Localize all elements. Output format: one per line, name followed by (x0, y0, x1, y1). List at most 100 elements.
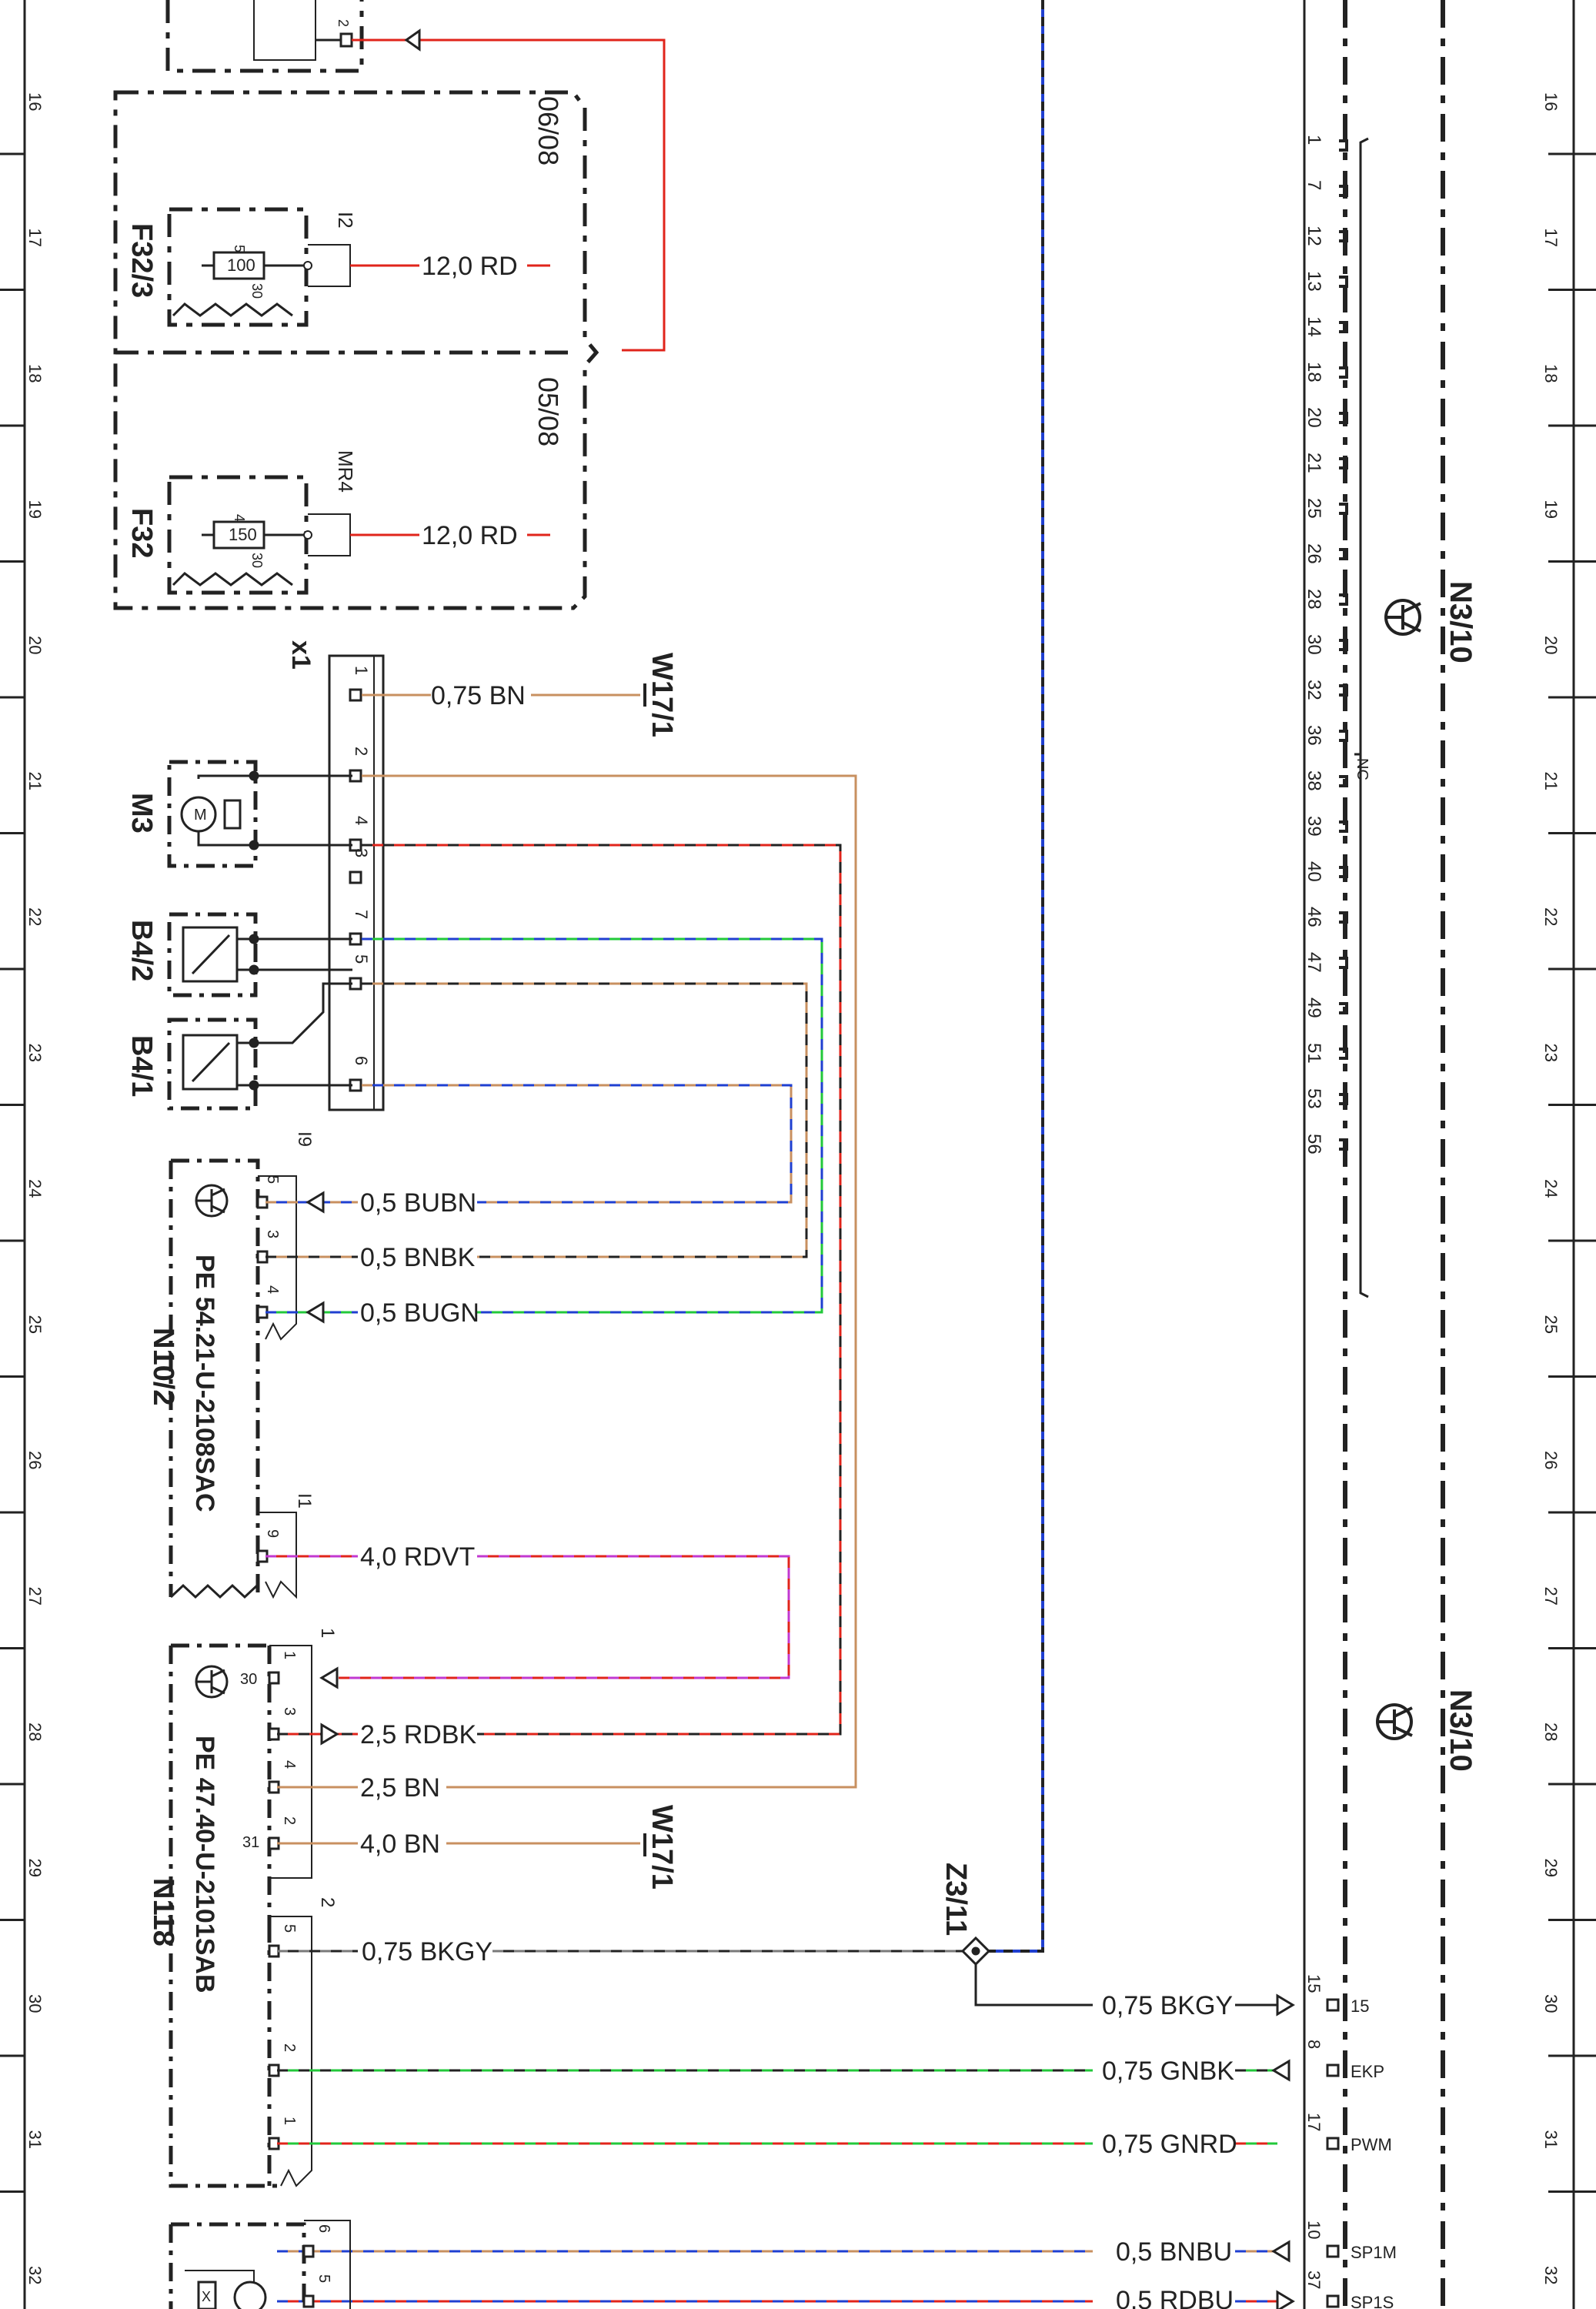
bus-pin-number: 7 (1304, 180, 1324, 190)
bottom-module (169, 2220, 351, 2309)
f32-3-pin-out: 30 (249, 283, 265, 299)
wire-label-n118-3: 2,5 RDBK (360, 1720, 476, 1749)
f32-fuse-value: 150 (229, 525, 257, 544)
bus-pin-number: 20 (1304, 407, 1324, 428)
ref-bottom: 05/08 (533, 377, 564, 446)
bottom-module-tag: X (202, 2289, 211, 2304)
wire-label-n3-37: 0,5 RDBU (1116, 2286, 1234, 2309)
f32-terminal (303, 530, 312, 540)
wire-label-n3-10: 0,5 BNBU (1116, 2237, 1232, 2267)
strip-number: 26 (25, 1451, 45, 1469)
strip-number: 30 (1541, 1994, 1561, 2013)
bus-pin-number: 18 (1304, 362, 1324, 383)
n118-part: PE 47.40-U-2101SAB (190, 1736, 219, 1993)
bus-pin-terminal (1339, 412, 1348, 424)
bus-pin-terminal (1339, 1002, 1348, 1014)
strip-number: 25 (25, 1315, 45, 1334)
bus-pin-number: 47 (1304, 952, 1324, 973)
strip-number: 16 (25, 92, 45, 111)
bus-pin-terminal (1339, 1048, 1348, 1060)
bus-pin-number: 40 (1304, 861, 1324, 882)
wire-label-n10-4: 0,5 BUGN (360, 1298, 479, 1328)
n10-2-tag-bottom: I1 (294, 1493, 315, 1509)
bus-pin-number: 26 (1304, 543, 1324, 564)
n118-label: N118 (147, 1878, 179, 1946)
n118-pin-number: 1 (281, 2117, 298, 2125)
bus-pin-terminal (1339, 276, 1348, 288)
strip-number: 27 (25, 1587, 45, 1606)
f32-3-fuse-value: 100 (227, 256, 255, 275)
w17-1-label-2: W17/1 (646, 1805, 678, 1890)
strip-number: 21 (1541, 772, 1561, 790)
bus-pin-number: 28 (1304, 589, 1324, 610)
f32-3-pin-in: 5 (232, 245, 247, 252)
x1-connector (328, 654, 385, 1111)
strip-number: 20 (1541, 636, 1561, 654)
n118-pin-number: 1 (281, 1651, 298, 1659)
bus-pin-terminal (1339, 185, 1348, 197)
bus-pin-number: 12 (1304, 226, 1324, 246)
bus-pin-number: 21 (1304, 453, 1324, 473)
n10-2-part: PE 54.21-U-2108SAC (190, 1255, 219, 1512)
n10-2-arrows (306, 1191, 325, 1324)
strip-number: 24 (25, 1179, 45, 1198)
strip-number: 19 (1541, 500, 1561, 519)
wire-label-n118-4: 2,5 BN (360, 1773, 440, 1803)
w17-1-label-1: W17/1 (646, 653, 678, 737)
n118-module (169, 1643, 312, 2188)
n118-wires (277, 1733, 1093, 2145)
strip-number: 23 (1541, 1044, 1561, 1062)
z3-11-splice (960, 1936, 991, 1966)
n118-pin-number: 2 (281, 2043, 298, 2052)
bottom-module-pin-terminal (302, 2294, 315, 2308)
bus-pin-number: 46 (1304, 907, 1324, 927)
strip-number: 32 (25, 2266, 45, 2284)
bus-pin-number: 14 (1304, 316, 1324, 337)
strip-number: 22 (1541, 907, 1561, 926)
wire-label-n118-5: 0,75 BKGY (362, 1937, 492, 1966)
wire-label-f32: 12,0 RD (422, 521, 518, 550)
x1-pin-number: 2 (352, 747, 371, 756)
x1-pin-terminal (349, 870, 362, 884)
n118-pin-number: 5 (281, 1924, 298, 1933)
wire-label-n3-8: 0,75 GNBK (1102, 2057, 1234, 2086)
n10-2-pin-number: 3 (264, 1230, 281, 1238)
svg-text:M: M (194, 807, 207, 824)
bus-pin-number: 1 (1304, 135, 1324, 145)
n3-10-pin-terminal (1326, 2244, 1340, 2258)
ref-top: 06/08 (533, 96, 564, 165)
n118-tag-mid: 2 (317, 1897, 338, 1907)
x1-label: x1 (286, 640, 316, 670)
n3-10-symbol-2 (1376, 1703, 1413, 1740)
bus-pin-number: 36 (1304, 725, 1324, 746)
n3-10-pin-number: 8 (1304, 2040, 1324, 2049)
n3-10-pin-terminal (1326, 2137, 1340, 2150)
strip-number: 28 (1541, 1723, 1561, 1741)
bus-pin-number: 38 (1304, 770, 1324, 791)
x1-pin-number: 5 (352, 954, 371, 964)
n10-2-module (169, 1158, 297, 1599)
n118-pin-number: 4 (281, 1760, 298, 1769)
x1-pin-number: 4 (352, 816, 371, 825)
n10-2-pin-number: 5 (264, 1175, 281, 1184)
n10-2-pin-number: 9 (264, 1529, 281, 1538)
n3-10-pin-name: EKP (1351, 2062, 1384, 2081)
bottom-module-pin-number: 6 (316, 2224, 332, 2233)
bus-pin-terminal (1339, 321, 1348, 333)
n118-pin-number: 2 (281, 1816, 298, 1825)
b4-2-label: B4/2 (125, 920, 158, 981)
wire-label-n118-2: 4,0 BN (360, 1829, 440, 1859)
x1-pin-terminal (349, 688, 362, 702)
n3-10-arrows (1271, 1993, 1295, 2309)
n3-10-pin-name: SP1M (1351, 2243, 1397, 2262)
bus-pin-terminal (1339, 503, 1348, 515)
strip-number: 24 (1541, 1179, 1561, 1198)
n3-10-pin-terminal (1326, 2063, 1340, 2077)
n3-10-pin-name: 15 (1351, 1997, 1369, 2016)
bus-pin-terminal (1339, 957, 1348, 969)
x1-pin-number: 7 (352, 910, 371, 919)
wire-label-n3-15: 0,75 BKGY (1102, 1991, 1233, 2020)
strip-number: 22 (25, 907, 45, 926)
strip-number: 17 (25, 229, 45, 247)
